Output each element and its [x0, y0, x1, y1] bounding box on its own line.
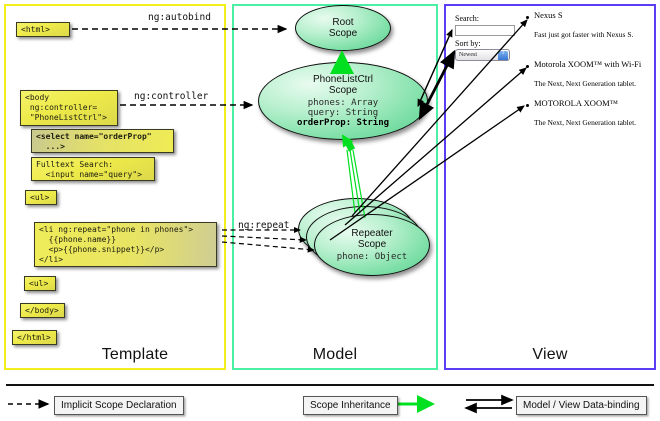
legend-item-databinding: Model / View Data-binding — [516, 396, 647, 415]
scope-prop-phones: phones: Array — [307, 98, 379, 108]
code-box-html-open: <html> — [16, 22, 70, 37]
code-box-fulltext-search: Fulltext Search: <input name="query"> — [31, 157, 155, 181]
view-search-input[interactable] — [455, 25, 515, 36]
phone-name: Motorola XOOM™ with Wi-Fi — [534, 59, 642, 69]
view-column-label: View — [532, 346, 568, 363]
scope-prop-phone: phone: Object — [336, 252, 408, 262]
view-sort-label: Sort by: — [455, 39, 481, 48]
phone-name: Nexus S — [534, 10, 563, 20]
template-column-label: Template — [101, 346, 169, 363]
view-search-label: Search: — [455, 14, 479, 23]
model-column-label: Model — [312, 346, 358, 363]
legend-item-implicit: Implicit Scope Declaration — [54, 396, 184, 415]
legend-item-inheritance: Scope Inheritance — [303, 396, 398, 415]
code-box-select: <select name="orderProp" ...> — [31, 129, 174, 153]
edge-label-autobind: ng:autobind — [148, 12, 211, 23]
code-box-ul-close: <ul> — [24, 276, 56, 291]
edge-label-controller: ng:controller — [134, 91, 209, 102]
phone-snippet: Fast just got faster with Nexus S. — [534, 30, 634, 39]
code-box-ul-open: <ul> — [25, 190, 57, 205]
view-sort-select[interactable]: Newest ↕ — [455, 49, 510, 61]
phone-snippet: The Next, Next Generation tablet. — [534, 79, 637, 88]
scope-prop-query: query: String — [307, 108, 379, 118]
scope-phonelistctrl-props: phones: Array query: String orderProp: S… — [297, 98, 389, 128]
code-box-html-close: </html> — [12, 330, 57, 345]
list-bullet — [526, 16, 529, 19]
chevron-updown-icon: ↕ — [498, 50, 508, 60]
model-column: Model — [232, 4, 438, 370]
phone-snippet: The Next, Next Generation tablet. — [534, 118, 637, 127]
scope-repeater-props: phone: Object — [337, 252, 407, 262]
list-bullet — [526, 104, 529, 107]
code-box-li-repeat: <li ng:repeat="phone in phones"> {{phone… — [34, 222, 217, 267]
list-bullet — [526, 65, 529, 68]
edge-label-repeat: ng:repeat — [238, 220, 290, 231]
legend-divider — [6, 384, 654, 386]
scope-prop-orderprop: orderProp: String — [296, 118, 390, 128]
phone-name: MOTOROLA XOOM™ — [534, 98, 618, 108]
view-sort-select-value: Newest — [459, 52, 477, 58]
code-box-body-close: </body> — [20, 303, 65, 318]
code-box-body-open: <body ng:controller= "PhoneListCtrl"> — [20, 90, 118, 126]
